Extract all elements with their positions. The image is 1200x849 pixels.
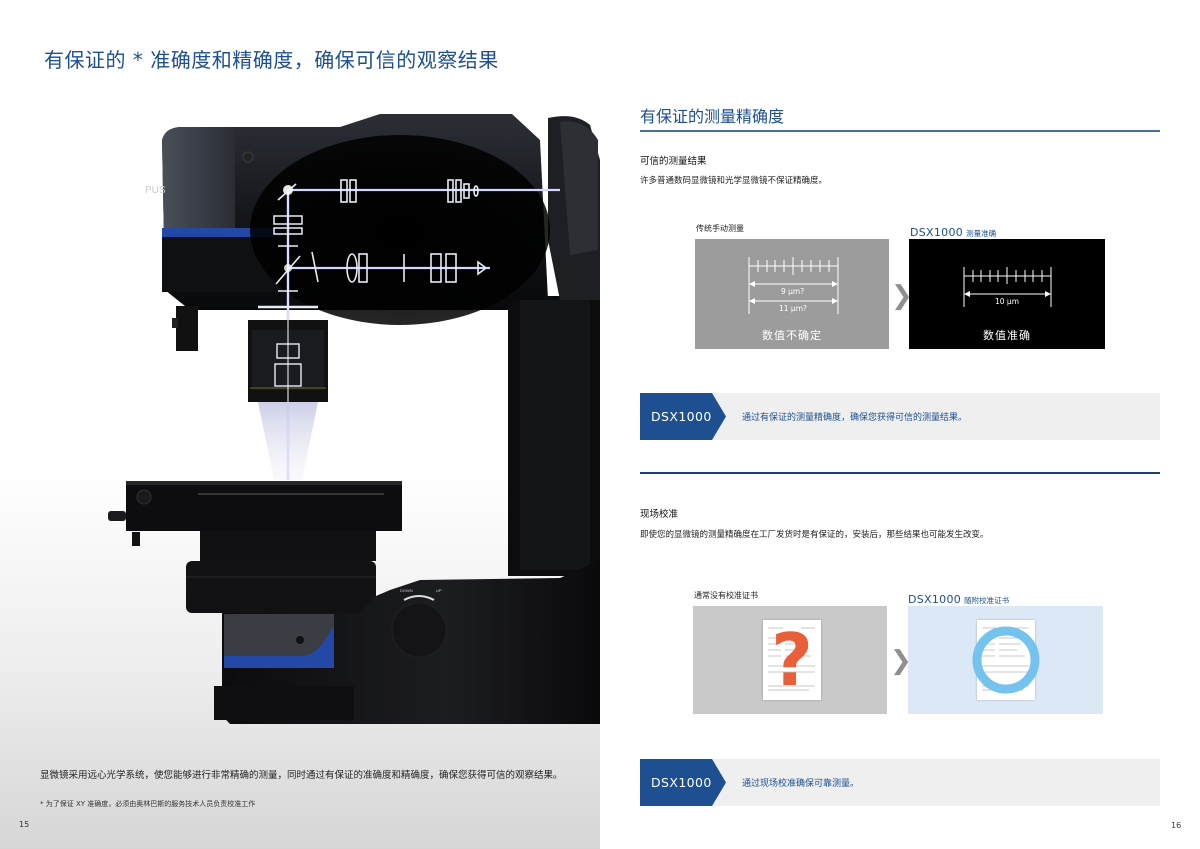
svg-text:DOWN: DOWN	[400, 588, 413, 593]
microscope-image: PUS	[108, 114, 600, 724]
dsx-tag: DSX1000	[640, 393, 726, 440]
traditional-measure-label: 传统手动测量	[696, 224, 744, 233]
page-title: 有保证的 * 准确度和精确度，确保可信的观察结果	[44, 48, 499, 72]
section1-description: 许多普通数码显微镜和光学显微镜不保证精确度。	[640, 176, 828, 186]
measurement-9um: 9 μm?	[781, 287, 805, 296]
body-text: 显微镜采用远心光学系统，使您能够进行非常精确的测量，同时通过有保证的准确度和精确…	[40, 770, 563, 781]
page-number-left: 15	[19, 820, 30, 829]
measurement-10um: 10 μm	[995, 297, 1020, 306]
section-title: 有保证的测量精确度	[640, 107, 785, 126]
brand-fragment: PUS	[145, 185, 166, 196]
section-divider	[640, 472, 1160, 474]
chevron-right-icon: ❯	[891, 281, 913, 311]
accurate-measurement-panel: 10 μm 数值准确	[909, 239, 1105, 349]
dsx-tag: DSX1000	[640, 759, 726, 806]
section2-heading: 现场校准	[640, 509, 679, 520]
dsx-callout-2: DSX1000 通过现场校准确保可靠测量。	[640, 759, 1160, 806]
callout-text: 通过有保证的测量精确度，确保您获得可信的测量结果。	[742, 413, 968, 423]
dsx-callout-1: DSX1000 通过有保证的测量精确度，确保您获得可信的测量结果。	[640, 393, 1160, 440]
accurate-note: 测量准确	[966, 229, 997, 238]
section1-heading: 可信的测量结果	[640, 156, 707, 167]
question-mark-icon: ?	[771, 618, 813, 702]
svg-text:UP: UP	[436, 588, 442, 593]
footnote: * 为了保证 XY 准确度，必须由奥林巴斯的服务技术人员负责校准工作	[40, 800, 256, 808]
right-page: 有保证的测量精确度 可信的测量结果 许多普通数码显微镜和光学显微镜不保证精确度。…	[600, 0, 1200, 849]
left-page: 有保证的 * 准确度和精确度，确保可信的观察结果	[0, 0, 600, 849]
certificate-note: 随附校准证书	[964, 596, 1010, 605]
ruler-icon	[963, 267, 1052, 307]
uncertain-caption: 数值不确定	[762, 329, 822, 342]
certificate-panel	[908, 606, 1103, 714]
page-number-right: 16	[1171, 821, 1182, 830]
callout-text: 通过现场校准确保可靠测量。	[742, 779, 860, 789]
measurement-11um: 11 μm?	[779, 304, 807, 313]
no-certificate-label: 通常没有校准证书	[694, 591, 758, 600]
chevron-right-icon: ❯	[890, 646, 912, 676]
no-certificate-panel: ?	[693, 606, 887, 714]
brand-name: DSX1000	[910, 226, 964, 239]
accurate-caption: 数值准确	[983, 329, 1031, 342]
section2-description: 即使您的显微镜的测量精确度在工厂发货时是有保证的，安装后，那些结果也可能发生改变…	[640, 530, 989, 540]
document-icon	[763, 620, 821, 700]
section-divider	[640, 130, 1160, 132]
ok-circle-icon	[972, 626, 1040, 694]
ruler-icon	[748, 257, 839, 314]
uncertain-measurement-panel: 9 μm? 11 μm? 数值不确定	[695, 239, 889, 349]
brand-name: DSX1000	[908, 593, 962, 606]
